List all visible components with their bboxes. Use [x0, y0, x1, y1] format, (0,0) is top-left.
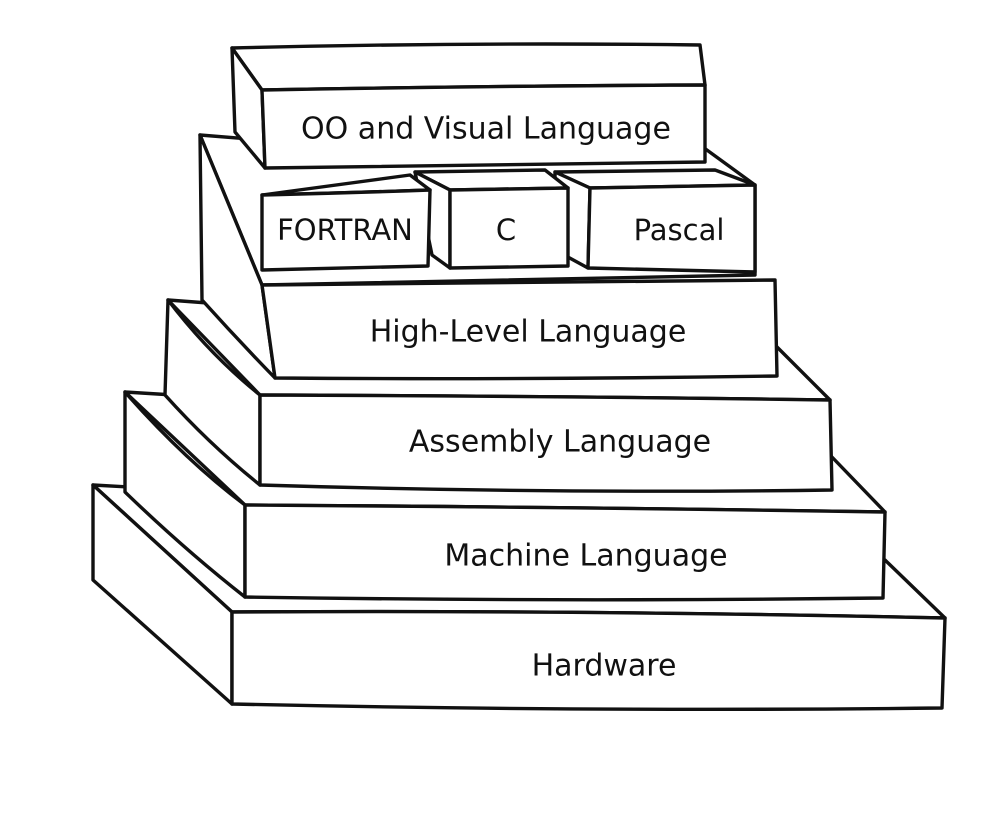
fortran-label: FORTRAN	[277, 213, 413, 247]
pascal-block: Pascal	[553, 168, 757, 274]
pascal-block-front	[586, 183, 757, 274]
fortran-block: FORTRAN	[260, 173, 432, 272]
c-block: C	[413, 168, 570, 270]
pascal-label: Pascal	[634, 213, 725, 247]
high-level-language-label: High-Level Language	[370, 315, 687, 350]
oo-visual-language-block: OO and Visual Language	[230, 42, 707, 170]
c-block-front	[448, 186, 570, 270]
fortran-block-front	[260, 188, 432, 272]
c-label: C	[496, 213, 516, 247]
high-level-language-block-front	[260, 278, 779, 381]
oo-visual-language-block-front	[260, 83, 707, 170]
hardware-label: Hardware	[532, 649, 677, 684]
assembly-language-label: Assembly Language	[409, 425, 711, 460]
hardware-block-front	[230, 609, 947, 712]
oo-visual-language-label: OO and Visual Language	[301, 112, 671, 147]
assembly-language-block-front	[258, 393, 834, 493]
machine-language-label: Machine Language	[444, 539, 727, 574]
machine-language-block-front	[243, 503, 887, 602]
oo-visual-language-block-top	[230, 42, 707, 92]
